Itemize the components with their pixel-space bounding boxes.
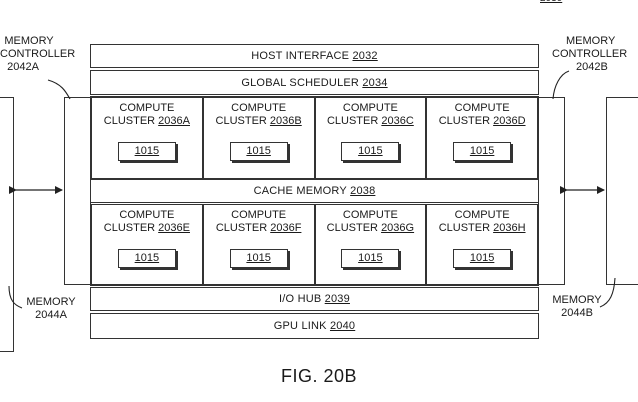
gpu-link-label: GPU LINK (273, 320, 327, 332)
chip-ref: 1015 (469, 145, 495, 157)
memory-b-label: MEMORY 2044B (548, 294, 606, 320)
label-ref: 2044A (35, 309, 67, 321)
cluster-row-bottom: COMPUTE CLUSTER 2036E 1015 COMPUTE CLUST… (91, 204, 538, 285)
cluster-ref: 2036C (381, 115, 414, 127)
memory-chip-left (0, 97, 14, 352)
compute-cluster-2036g: COMPUTE CLUSTER 2036G 1015 (314, 204, 427, 285)
io-hub-label: I/O HUB (279, 293, 322, 305)
cluster-label: COMPUTE (454, 209, 510, 221)
chip-1015: 1015 (117, 142, 176, 161)
leader-memory-a (8, 285, 23, 309)
gpu-link-ref: 2040 (329, 320, 356, 332)
label-line: MEMORY (552, 294, 602, 306)
memory-chip-right (606, 97, 638, 285)
cluster-row-top: COMPUTE CLUSTER 2036A 1015 COMPUTE CLUST… (91, 97, 538, 179)
cluster-label: COMPUTE (119, 102, 175, 114)
label-ref: 2044B (561, 307, 593, 319)
figure-caption: FIG. 20B (280, 366, 358, 386)
chip-ref: 1015 (358, 145, 383, 157)
gpu-link-bar: GPU LINK 2040 (90, 313, 539, 339)
chip-1015: 1015 (341, 249, 400, 268)
compute-cluster-2036f: COMPUTE CLUSTER 2036F 1015 (202, 204, 315, 285)
cluster-ref: 2036A (158, 115, 190, 127)
cache-memory-ref: 2038 (350, 185, 376, 197)
chip-ref: 1015 (246, 252, 271, 264)
cluster-label: CLUSTER (326, 115, 379, 127)
label-line: CONTROLLER (0, 48, 76, 60)
leader-memory-controller-a (47, 79, 71, 100)
host-interface-ref: 2032 (352, 50, 378, 62)
leader-memory-controller-b (552, 70, 570, 100)
chip-1015: 1015 (453, 249, 512, 268)
chip-ref: 1015 (134, 145, 160, 157)
memory-a-label: MEMORY 2044A (22, 296, 80, 322)
memory-controller-a-label: MEMORY CONTROLLER 2042A (0, 35, 76, 74)
memory-controller-b-label: MEMORY CONTROLLER 2042B (548, 35, 636, 74)
cache-memory-bar: CACHE MEMORY 2038 (91, 179, 538, 203)
cluster-label: CLUSTER (215, 115, 267, 127)
label-line: CONTROLLER (552, 48, 628, 60)
cluster-ref: 2036G (381, 222, 415, 234)
host-interface-label: HOST INTERFACE (251, 50, 350, 62)
cluster-label: COMPUTE (342, 102, 398, 114)
label-ref: 2042A (7, 61, 39, 73)
compute-cluster-2036c: COMPUTE CLUSTER 2036C 1015 (314, 97, 427, 179)
cluster-ref: 2036H (493, 222, 526, 234)
label-line: MEMORY (566, 35, 616, 47)
cluster-label: COMPUTE (454, 102, 510, 114)
leader-memory-b (599, 277, 616, 308)
label-line: MEMORY (4, 35, 54, 47)
chip-ref: 1015 (246, 145, 271, 157)
chip-1015: 1015 (229, 142, 288, 161)
cluster-label: COMPUTE (119, 209, 175, 221)
label-ref: 2042B (576, 61, 608, 73)
global-scheduler-label: GLOBAL SCHEDULER (241, 76, 360, 89)
cluster-label: CLUSTER (103, 222, 156, 234)
chip-1015: 1015 (117, 249, 176, 268)
cluster-label: COMPUTE (231, 209, 287, 221)
io-hub-bar: I/O HUB 2039 (90, 287, 539, 311)
cluster-label: CLUSTER (438, 115, 491, 127)
cluster-label: CLUSTER (215, 222, 268, 234)
cluster-label: COMPUTE (342, 209, 398, 221)
compute-cluster-2036e: COMPUTE CLUSTER 2036E 1015 (91, 204, 203, 285)
global-scheduler-ref: 2034 (362, 76, 388, 89)
global-scheduler-bar: GLOBAL SCHEDULER 2034 (90, 70, 539, 95)
cluster-label: COMPUTE (231, 102, 287, 114)
host-interface-bar: HOST INTERFACE 2032 (90, 44, 539, 68)
compute-cluster-2036h: COMPUTE CLUSTER 2036H 1015 (426, 204, 538, 285)
cluster-label: CLUSTER (103, 115, 156, 127)
chip-1015: 1015 (229, 249, 288, 268)
cluster-label: CLUSTER (438, 222, 491, 234)
cluster-ref: 2036E (158, 222, 190, 234)
chip-ref: 1015 (358, 252, 383, 264)
compute-cluster-2036b: COMPUTE CLUSTER 2036B 1015 (202, 97, 315, 179)
memory-controller-a-block (64, 97, 92, 285)
cluster-ref: 2036D (493, 115, 526, 127)
compute-cluster-2036d: COMPUTE CLUSTER 2036D 1015 (426, 97, 538, 179)
figure-reference-number: 2030 (540, 0, 562, 5)
chip-ref: 1015 (469, 252, 495, 264)
cluster-ref: 2036B (269, 115, 302, 127)
compute-cluster-2036a: COMPUTE CLUSTER 2036A 1015 (91, 97, 203, 179)
io-hub-ref: 2039 (324, 293, 350, 305)
label-line: MEMORY (26, 296, 76, 308)
chip-ref: 1015 (134, 252, 160, 264)
chip-1015: 1015 (341, 142, 400, 161)
chip-1015: 1015 (453, 142, 512, 161)
cluster-ref: 2036F (270, 222, 302, 234)
cache-memory-label: CACHE MEMORY (253, 185, 347, 197)
cluster-label: CLUSTER (326, 222, 378, 234)
